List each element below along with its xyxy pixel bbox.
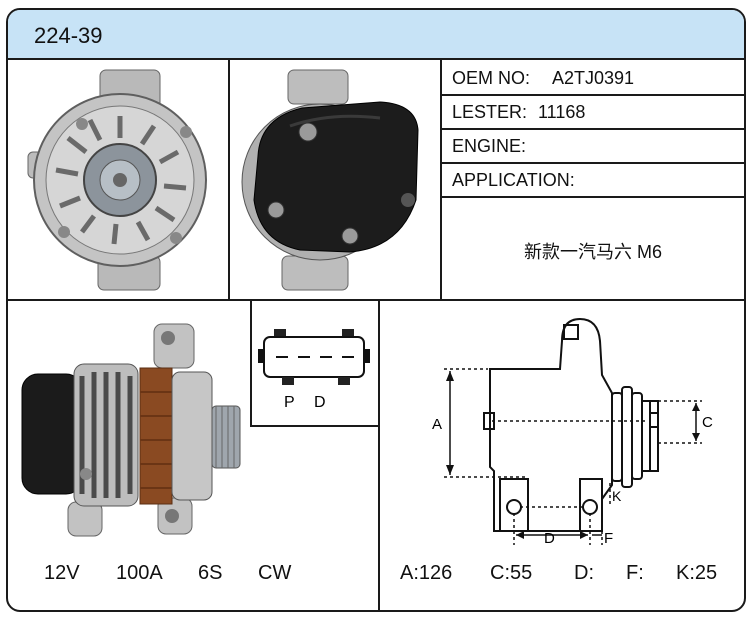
- dim-value-k: K:25: [676, 562, 718, 584]
- dim-label-f: F: [604, 530, 613, 547]
- dim-label-c: C: [702, 414, 713, 431]
- spec-divider-1: [442, 94, 744, 96]
- dim-label-d: D: [544, 530, 555, 547]
- oem-label: OEM NO:: [452, 68, 531, 88]
- spec-divider-4: [442, 196, 744, 198]
- col-divider-top-1: [228, 58, 230, 299]
- oem-value: A2TJ0391: [552, 68, 635, 88]
- col-divider-bottom: [378, 301, 380, 610]
- lester-row: LESTER: 11168: [442, 96, 744, 128]
- engine-row: ENGINE:: [442, 130, 744, 162]
- pulley-value: 6S: [198, 562, 223, 584]
- col-divider-top-2: [440, 58, 442, 299]
- spec-divider-2: [442, 128, 744, 130]
- spec-divider-3: [442, 162, 744, 164]
- connector-pin-p: P: [284, 394, 295, 411]
- dim-value-d: D:: [574, 562, 594, 584]
- application-value: 新款一汽马六 M6: [523, 242, 662, 262]
- dim-label-k: K: [612, 488, 622, 504]
- connector-pin-d: D: [314, 394, 326, 411]
- voltage-value: 12V: [44, 562, 80, 584]
- part-card: 224-39: [6, 8, 746, 612]
- application-label: APPLICATION:: [452, 170, 575, 190]
- alternator-side-image: [8, 302, 248, 552]
- lester-label: LESTER:: [452, 102, 528, 122]
- lester-value: 11168: [538, 102, 586, 122]
- rotation-value: CW: [258, 562, 292, 584]
- oem-row: OEM NO: A2TJ0391: [442, 60, 744, 94]
- amperage-value: 100A: [116, 562, 163, 584]
- dim-label-a: A: [432, 416, 442, 433]
- alternator-rear-image: [230, 60, 440, 299]
- application-row: APPLICATION:: [442, 164, 744, 196]
- part-number: 224-39: [34, 23, 103, 48]
- application-value-cell: 新款一汽马六 M6: [442, 198, 744, 299]
- header-bar: 224-39: [8, 10, 744, 60]
- alternator-front-image: [8, 60, 228, 299]
- dim-value-c: C:55: [490, 562, 533, 584]
- dimension-drawing: A C D F K: [380, 301, 744, 549]
- dim-value-a: A:126: [400, 562, 453, 584]
- dim-value-f: F:: [626, 562, 644, 584]
- engine-label: ENGINE:: [452, 136, 527, 156]
- connector-diagram: P D: [250, 299, 378, 427]
